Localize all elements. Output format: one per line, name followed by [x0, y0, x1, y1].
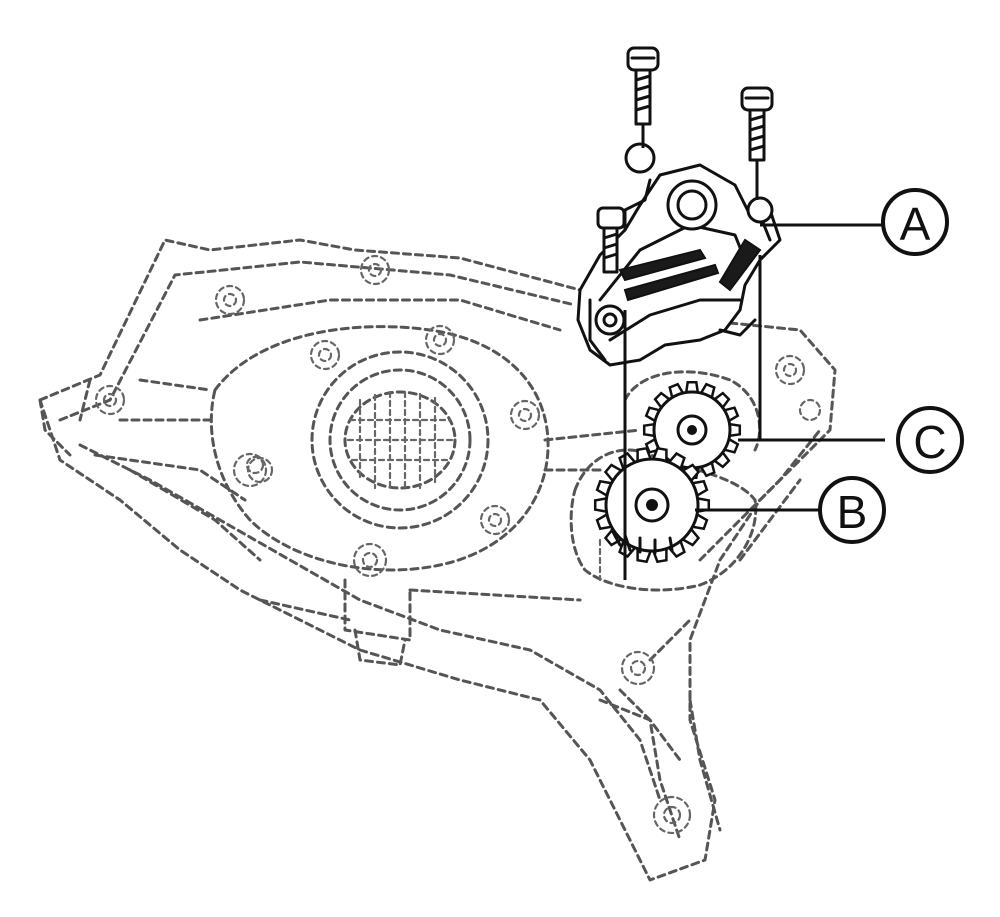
bolt-3 — [596, 206, 626, 274]
leader-lines — [695, 223, 885, 512]
callout-a-letter: A — [900, 198, 931, 250]
callout-a: A — [881, 188, 949, 256]
callout-b: B — [818, 476, 886, 544]
gear-b — [593, 446, 711, 564]
callout-c: C — [896, 406, 964, 474]
alignment-lines — [598, 124, 759, 582]
pump-housing — [38, 238, 837, 882]
callout-c-letter: C — [913, 416, 946, 468]
bolt-1 — [626, 46, 660, 126]
callout-b-letter: B — [837, 486, 868, 538]
bolt-2 — [740, 86, 774, 162]
drive-rotor-housing — [246, 324, 541, 578]
pump-cover-a — [576, 142, 782, 367]
